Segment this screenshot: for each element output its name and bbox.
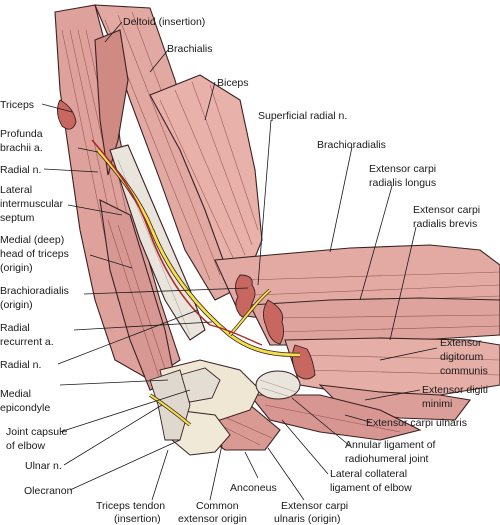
label-medepi-2: epicondyle bbox=[0, 402, 50, 414]
label-profunda-2: brachii a. bbox=[0, 142, 43, 154]
label-triceps: Triceps bbox=[0, 99, 34, 111]
label-jc-2: of elbow bbox=[6, 440, 46, 452]
label-jc-1: Joint capsule bbox=[6, 426, 67, 438]
ecu-muscle bbox=[248, 394, 422, 441]
label-mht-3: (origin) bbox=[0, 262, 33, 274]
label-mht-2: head of triceps bbox=[0, 248, 69, 260]
label-brachioradialis: Brachioradialis bbox=[317, 139, 386, 151]
label-edm-1: Extensor digiti bbox=[422, 384, 488, 396]
label-ed-1: Extensor bbox=[440, 337, 482, 349]
label-ecu: Extensor carpi ulnaris bbox=[366, 417, 467, 429]
label-profunda-1: Profunda bbox=[0, 128, 43, 140]
deltoid-insertion bbox=[94, 29, 129, 176]
label-ecrl-1: Extensor carpi bbox=[369, 163, 436, 175]
label-ed-2: digitorum bbox=[440, 351, 483, 363]
label-rra-1: Radial bbox=[0, 322, 30, 334]
label-lis-2: intermuscular bbox=[0, 198, 64, 210]
label-lcl-2: ligament of elbow bbox=[330, 482, 412, 494]
label-ecuo-1: Extensor carpi bbox=[281, 500, 348, 512]
label-lis-3: septum bbox=[0, 212, 35, 224]
label-ed-3: communis bbox=[440, 365, 488, 377]
label-br-origin-2: (origin) bbox=[0, 299, 33, 311]
label-edm-2: minimi bbox=[422, 398, 452, 410]
superficial-radial-nerve-fill bbox=[229, 289, 271, 336]
radial-recurrent-artery bbox=[209, 324, 263, 346]
leader-lines bbox=[41, 21, 438, 501]
radial-head bbox=[255, 370, 301, 400]
cut-edge-ecrl bbox=[263, 299, 285, 345]
label-ecuo-2: ulnaris (origin) bbox=[274, 513, 341, 525]
label-ecrl-2: radialis longus bbox=[369, 177, 436, 189]
label-ecrb-2: radialis brevis bbox=[413, 218, 477, 230]
label-ulnar-n: Ulnar n. bbox=[25, 460, 62, 472]
label-brachialis: Brachialis bbox=[167, 43, 213, 55]
extensor-group-muscle bbox=[284, 337, 500, 396]
label-mht-1: Medial (deep) bbox=[0, 234, 64, 246]
label-rra-2: recurrent a. bbox=[0, 336, 54, 348]
ulnar-nerve-fill bbox=[149, 394, 191, 426]
label-olecranon: Olecranon bbox=[24, 485, 73, 497]
label-tt-2: (insertion) bbox=[114, 513, 161, 525]
profunda-brachii-artery bbox=[91, 139, 211, 326]
label-radial-n-upper: Radial n. bbox=[0, 164, 41, 176]
biceps-muscle bbox=[149, 74, 263, 271]
label-biceps: Biceps bbox=[217, 77, 249, 89]
label-ceo-1: Common bbox=[196, 500, 239, 512]
label-annular-1: Annular ligament of bbox=[345, 439, 436, 451]
label-lis-1: Lateral bbox=[0, 184, 32, 196]
label-ecrb-1: Extensor carpi bbox=[413, 204, 480, 216]
cut-edge-deltoid bbox=[57, 99, 77, 130]
radial-nerve-lower-fill bbox=[150, 229, 301, 357]
label-annular-2: radiohumeral joint bbox=[345, 453, 429, 465]
label-radial-n-lower: Radial n. bbox=[0, 359, 41, 371]
label-ceo-2: extensor origin bbox=[178, 513, 247, 525]
label-medepi-1: Medial bbox=[0, 388, 31, 400]
label-superficial-radial-n: Superficial radial n. bbox=[258, 110, 347, 122]
label-anconeus: Anconeus bbox=[230, 482, 277, 494]
label-tt-1: Triceps tendon bbox=[96, 500, 165, 512]
label-lcl-1: Lateral collateral bbox=[330, 468, 407, 480]
label-br-origin-1: Brachioradialis bbox=[0, 285, 69, 297]
label-deltoid: Deltoid (insertion) bbox=[123, 16, 205, 28]
